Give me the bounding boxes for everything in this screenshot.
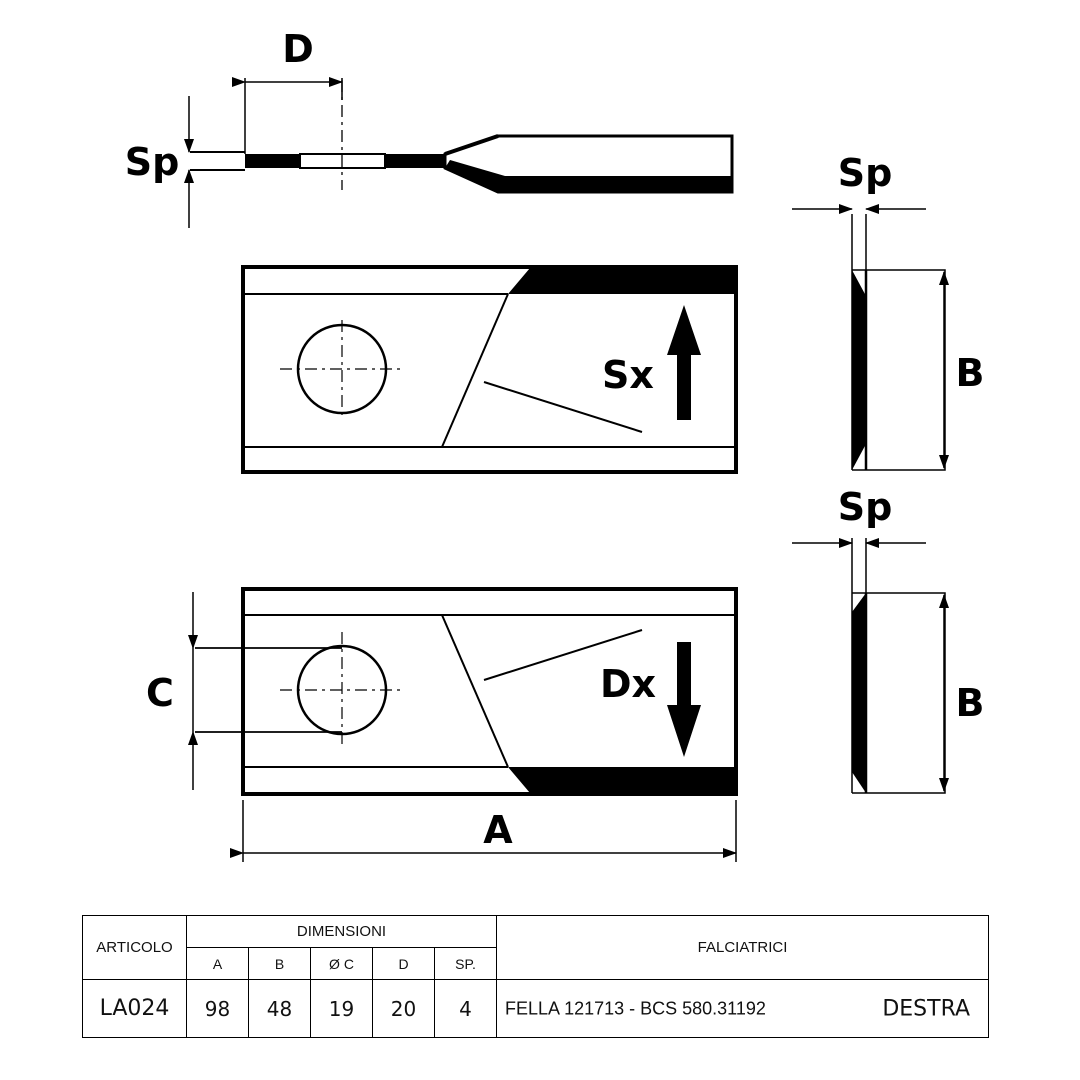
label-sp-side-lower: Sp (838, 485, 893, 529)
label-dx: Dx (600, 662, 656, 706)
blade-side-view-upper (851, 214, 946, 471)
blade-technical-drawing: D Sp Sx Dx C (125, 27, 985, 862)
header-dimensioni: DIMENSIONI (185, 915, 498, 948)
label-b-lower: B (956, 681, 985, 725)
dimension-a (230, 800, 737, 862)
col-header-d: D (372, 947, 435, 980)
cell-falciatrici: FELLA 121713 - BCS 580.31192 DESTRA (496, 979, 990, 1038)
label-sx: Sx (602, 353, 654, 397)
col-header-b: B (248, 947, 311, 980)
label-c: C (146, 671, 174, 715)
label-a: A (483, 808, 513, 852)
dimension-d (232, 77, 343, 154)
cell-articolo: LA024 (82, 979, 187, 1038)
cell-b: 48 (248, 979, 311, 1038)
label-sp-side-upper: Sp (838, 151, 893, 195)
label-sp-top: Sp (125, 140, 180, 184)
blade-profile-view (190, 80, 734, 194)
cell-sp: 4 (433, 979, 498, 1038)
col-header-a: A (186, 947, 249, 980)
falciatrici-models: FELLA 121713 - BCS 580.31192 (505, 998, 766, 1018)
label-b-upper: B (956, 351, 985, 395)
cell-a: 98 (186, 979, 249, 1038)
label-d: D (282, 27, 314, 71)
blade-side-view-lower (851, 538, 946, 794)
header-falciatrici: FALCIATRICI (496, 915, 990, 980)
spec-table: ARTICOLO DIMENSIONI FALCIATRICI A B Ø C … (82, 915, 990, 1038)
col-header-sp: SP. (433, 947, 498, 980)
cell-d: 20 (372, 979, 435, 1038)
table-row: LA024 98 48 19 20 4 FELLA 121713 - BCS 5… (82, 979, 990, 1038)
header-articolo: ARTICOLO (82, 915, 187, 980)
cell-c: 19 (310, 979, 373, 1038)
blade-right-view (195, 587, 738, 796)
col-header-c: Ø C (310, 947, 373, 980)
blade-side: DESTRA (882, 996, 971, 1021)
blade-left-view (241, 265, 738, 474)
